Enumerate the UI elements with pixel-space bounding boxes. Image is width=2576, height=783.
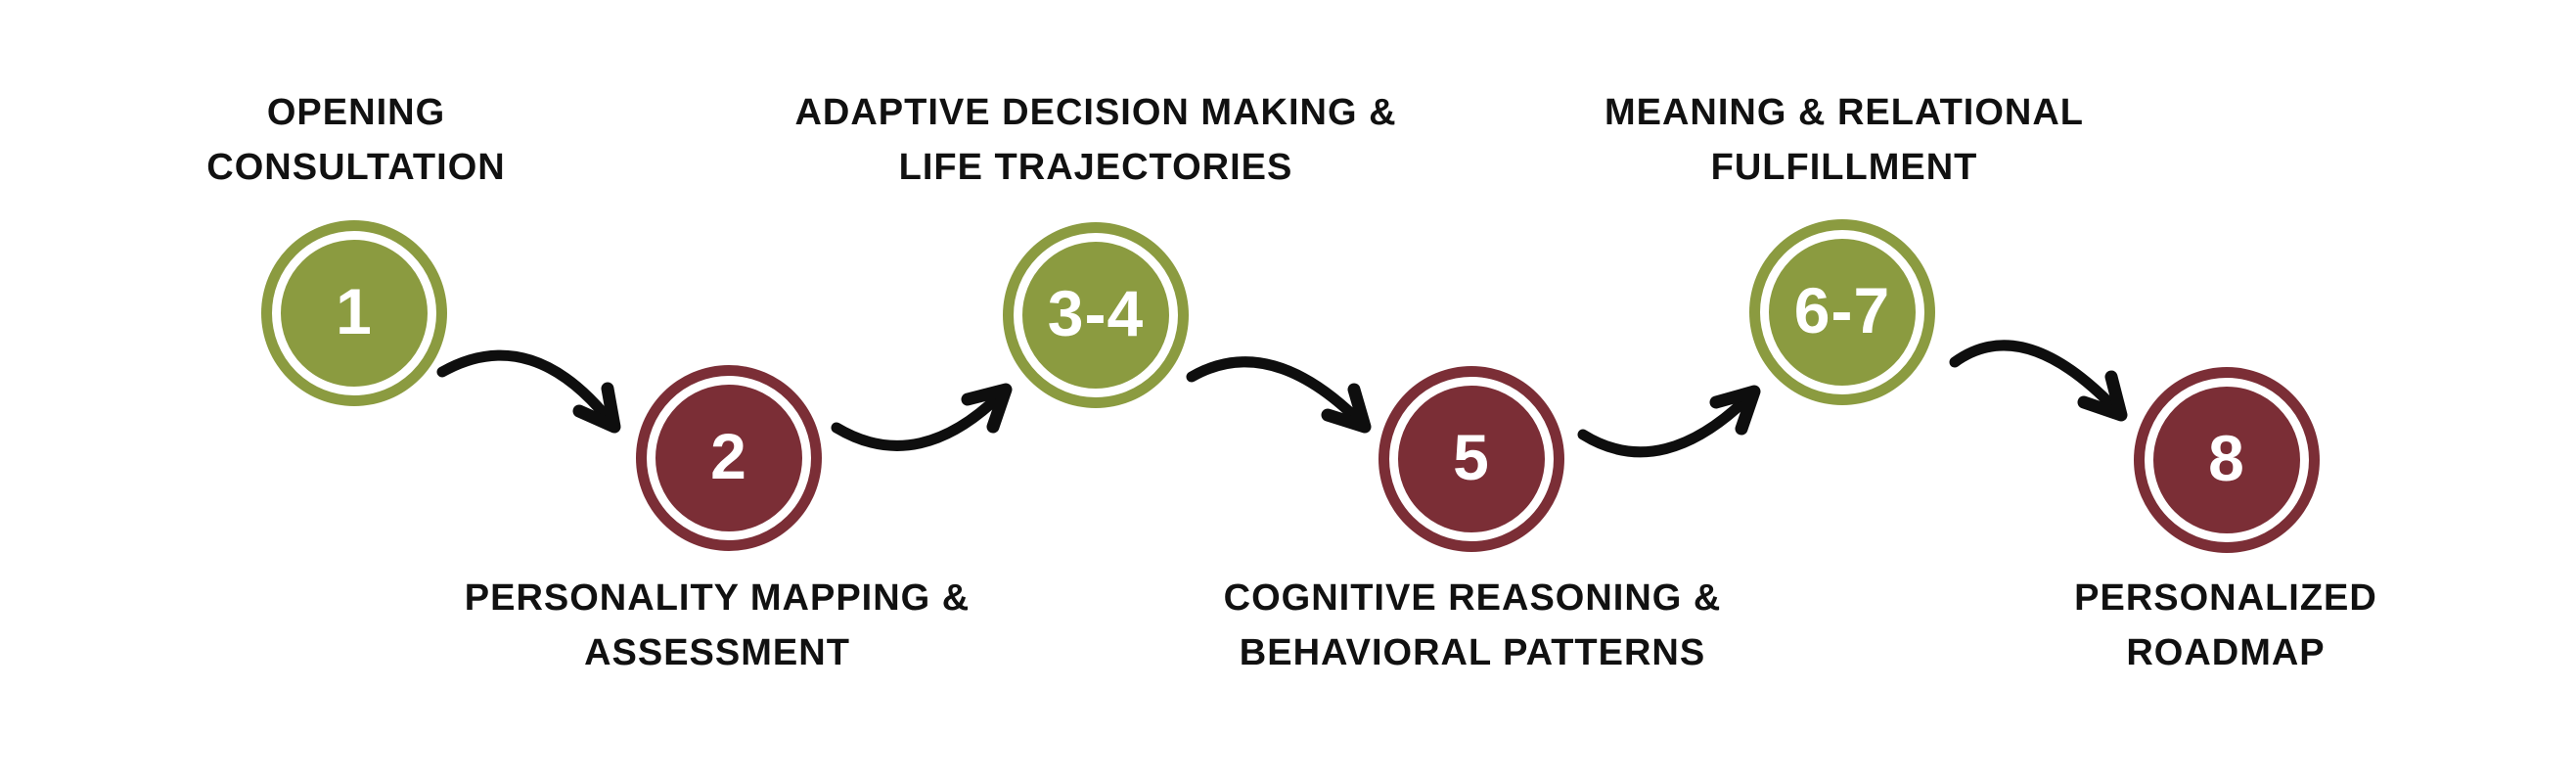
step-1-circle-inner: 1 xyxy=(272,231,436,395)
step-6-7-circle: 6-7 xyxy=(1749,219,1935,405)
step-number: 1 xyxy=(336,275,373,347)
step-8-circle: 8 xyxy=(2134,367,2320,553)
caption-line: ADAPTIVE DECISION MAKING & xyxy=(794,92,1397,133)
caption-line: FULFILLMENT xyxy=(1710,147,1978,188)
step-2-caption: PERSONALITY MAPPING & ASSESSMENT xyxy=(345,571,1089,680)
caption-line: ROADMAP xyxy=(2126,632,2326,673)
step-1-caption: OPENING CONSULTATION xyxy=(0,85,728,195)
step-8-caption: PERSONALIZED ROADMAP xyxy=(1854,571,2576,680)
step-3-4-caption: ADAPTIVE DECISION MAKING & LIFE TRAJECTO… xyxy=(724,85,1468,195)
step-number: 3-4 xyxy=(1047,277,1145,349)
curved-arrow-icon xyxy=(436,349,621,434)
caption-line: LIFE TRAJECTORIES xyxy=(898,147,1293,188)
step-8-circle-inner: 8 xyxy=(2145,378,2309,542)
caption-line: PERSONALIZED xyxy=(2074,577,2377,619)
caption-line: BEHAVIORAL PATTERNS xyxy=(1239,632,1706,673)
step-6-7-circle-inner: 6-7 xyxy=(1760,230,1924,394)
step-2-circle: 2 xyxy=(636,365,822,551)
curved-arrow-icon xyxy=(1577,385,1761,458)
caption-line: CONSULTATION xyxy=(206,147,506,188)
caption-line: MEANING & RELATIONAL xyxy=(1604,92,2085,133)
curved-arrow-icon xyxy=(1186,356,1372,434)
caption-line: OPENING xyxy=(266,92,446,133)
step-1-circle: 1 xyxy=(261,220,447,406)
step-number: 5 xyxy=(1453,421,1490,493)
caption-line: PERSONALITY MAPPING & xyxy=(464,577,971,619)
caption-line: COGNITIVE REASONING & xyxy=(1223,577,1722,619)
curved-arrow-icon xyxy=(831,383,1013,451)
curved-arrow-icon xyxy=(1949,340,2128,422)
step-number: 8 xyxy=(2208,422,2245,494)
step-6-7-caption: MEANING & RELATIONAL FULFILLMENT xyxy=(1472,85,2216,195)
step-number: 6-7 xyxy=(1793,274,1891,346)
step-5-circle-inner: 5 xyxy=(1389,377,1554,541)
caption-line: ASSESSMENT xyxy=(584,632,850,673)
step-number: 2 xyxy=(710,420,747,492)
step-5-caption: COGNITIVE REASONING & BEHAVIORAL PATTERN… xyxy=(1101,571,1844,680)
step-3-4-circle: 3-4 xyxy=(1003,222,1189,408)
step-3-4-circle-inner: 3-4 xyxy=(1014,233,1178,397)
step-2-circle-inner: 2 xyxy=(647,376,811,540)
step-5-circle: 5 xyxy=(1378,366,1564,552)
